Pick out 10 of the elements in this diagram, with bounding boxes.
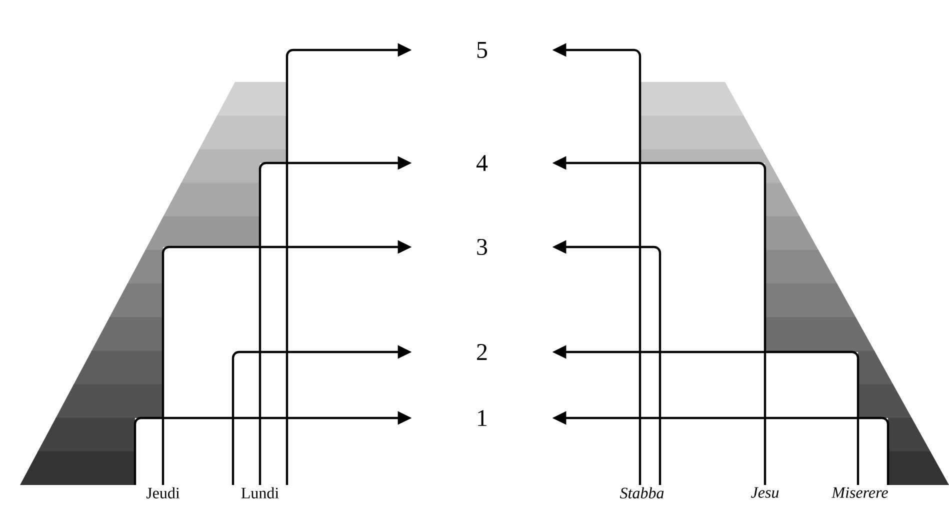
number-label: 3 xyxy=(477,238,488,256)
bottom-label: Stabba xyxy=(620,487,664,498)
bottom-label: Jeudi xyxy=(146,487,180,498)
number-label: 2 xyxy=(477,344,487,360)
number-label: 5 xyxy=(477,42,488,58)
number-label: 1 xyxy=(478,410,487,426)
bottom-label: Jesu xyxy=(751,487,779,498)
bottom-label: Miserere xyxy=(832,487,888,498)
number-label: 4 xyxy=(476,155,488,171)
bottom-label: Lundi xyxy=(241,487,279,498)
